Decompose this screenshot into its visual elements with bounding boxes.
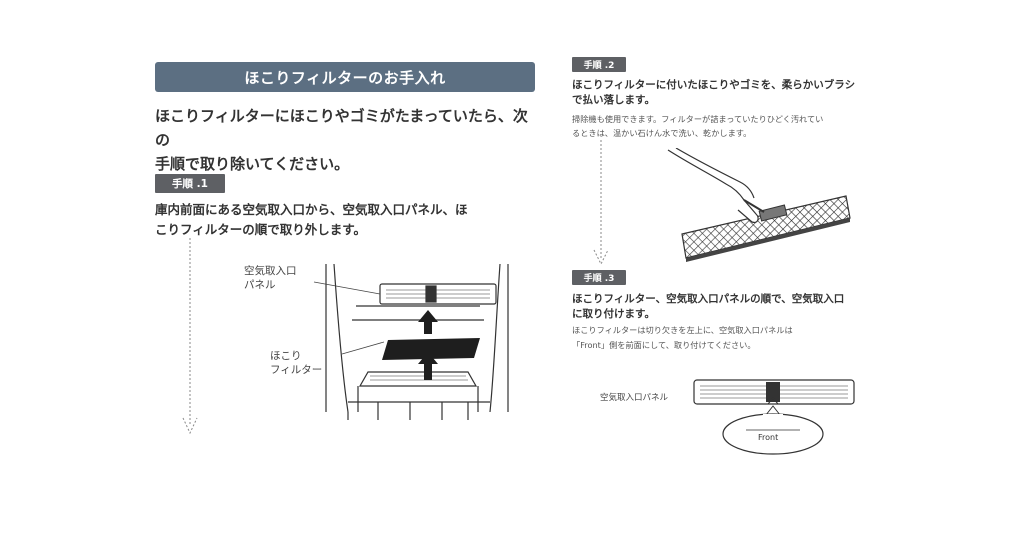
brushing-filter-illustration [667,148,851,262]
intro-text: ほこりフィルターにほこりやゴミがたまっていたら、次の 手順で取り除いてください。 [155,104,540,176]
step3-head-line-2: に取り付けます。 [572,308,655,320]
step3-heading: ほこりフィルター、空気取入口パネルの順で、空気取入口 に取り付けます。 [572,292,882,322]
step2-heading: ほこりフィルターに付いたほこりやゴミを、柔らかいブラシ で払い落します。 [572,78,882,108]
flow-arrow-right [593,140,609,266]
label-dust-filter: ほこり フィルター [270,349,340,377]
step2-body-line-2: るときは、温かい石けん水で洗い、乾かします。 [572,128,752,138]
step3-head-line-1: ほこりフィルター、空気取入口パネルの順で、空気取入口 [572,293,845,305]
intro-line-1: ほこりフィルターにほこりやゴミがたまっていたら、次の [155,107,528,149]
step1-line-2: こりフィルターの順で取り外します。 [155,222,367,237]
label-air-intake-panel-2: 空気取入口パネル [600,393,669,403]
step1-instruction: 庫内前面にある空気取入口から、空気取入口パネル、ほ こりフィルターの順で取り外し… [155,200,540,240]
step3-body-line-2: 「Front」側を前面にして、取り付けてください。 [572,340,756,350]
section-title: ほこりフィルターのお手入れ [155,62,535,92]
label-panel-line-1: 空気取入口 [244,265,297,277]
step2-head-line-1: ほこりフィルターに付いたほこりやゴミを、柔らかいブラシ [572,79,856,91]
label-filter-line-1: ほこり [270,350,302,362]
step3-tag: 手順 .3 [572,270,626,285]
flow-arrow-left [182,238,198,435]
label-panel-line-2: パネル [244,279,276,291]
step2-body-line-1: 掃除機も使用できます。フィルターが詰まっていたりひどく汚れてい [572,114,824,124]
label-leader-lines [313,281,384,355]
fridge-interior-illustration [325,263,509,420]
step1-line-1: 庫内前面にある空気取入口から、空気取入口パネル、ほ [155,202,468,217]
label-filter-line-2: フィルター [270,364,323,376]
step2-body: 掃除機も使用できます。フィルターが詰まっていたりひどく汚れてい るときは、温かい… [572,112,882,140]
label-front: Front [758,433,779,442]
step3-body-line-1: ほこりフィルターは切り欠きを左上に、空気取入口パネルは [572,325,793,335]
step1-tag: 手順 .1 [155,174,225,193]
step3-body: ほこりフィルターは切り欠きを左上に、空気取入口パネルは 「Front」側を前面に… [572,323,882,353]
panel-front-illustration [693,379,855,455]
label-air-intake-panel: 空気取入口 パネル [244,264,324,292]
intro-line-2: 手順で取り除いてください。 [155,155,350,173]
step2-head-line-2: で払い落します。 [572,94,655,106]
step2-tag: 手順 .2 [572,57,626,72]
